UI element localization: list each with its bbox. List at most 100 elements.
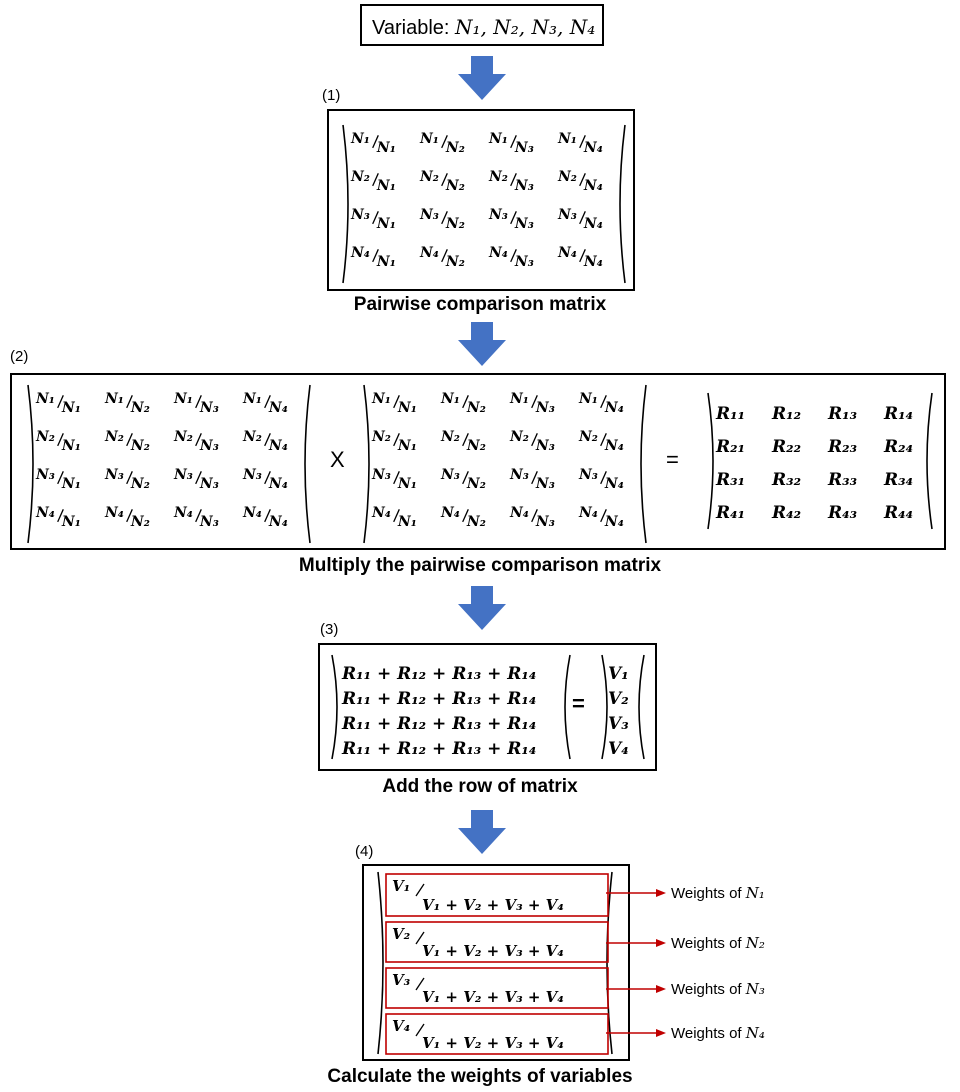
m2a-cell-1-1-slash <box>57 395 64 409</box>
weight-label-2: Weights of N₂ <box>671 934 765 952</box>
m1-cell-2-1-slash <box>372 173 379 187</box>
m2b-cell-4-2-slash <box>462 509 469 523</box>
down-arrow-4-shape <box>458 810 506 854</box>
m2b-cell-4-4-den: N₄ <box>604 514 624 530</box>
w-slash-1 <box>415 883 425 897</box>
sum-row-3: R₁₁ + R₁₂ + R₁₃ + R₁₄ <box>341 714 536 734</box>
m1-cell-3-3-den: N₃ <box>514 216 534 232</box>
r-cell-4-1: R₄₁ <box>715 503 745 523</box>
down-arrow-4 <box>458 810 506 854</box>
m2a-cell-2-2-den: N₂ <box>130 438 150 454</box>
m1-cell-1-2-num: N₁ <box>419 131 439 147</box>
m2a-cell-4-4-slash <box>264 509 271 523</box>
m2b-cell-2-1-slash <box>393 433 400 447</box>
m1-cell-3-1-num: N₃ <box>350 207 370 223</box>
r-rparen <box>926 392 933 530</box>
variable-text: Variable: N₁, N₂, N₃, N₄ <box>372 15 595 40</box>
step-1-caption: Pairwise comparison matrix <box>353 294 607 315</box>
pairwise-matrix: N₁N₁N₁N₂N₁N₃N₁N₄N₂N₁N₂N₂N₂N₃N₂N₄N₃N₁N₃N₂… <box>342 124 626 284</box>
down-arrow-1 <box>458 56 506 100</box>
m1-cell-3-3-num: N₃ <box>488 207 508 223</box>
m2b-cell-2-3-slash <box>531 433 538 447</box>
m2b-rparen <box>640 384 647 544</box>
m2a-cell-4-2-den: N₂ <box>130 514 150 530</box>
m1-cell-2-2-num: N₂ <box>419 169 439 185</box>
m1-cell-2-2-den: N₂ <box>445 178 465 194</box>
m2b-cell-4-1-den: N₁ <box>397 514 417 530</box>
m2a-cell-1-4-num: N₁ <box>242 391 262 407</box>
w-num-2: V₂ <box>392 925 411 943</box>
m2a-cell-1-3-slash <box>195 395 202 409</box>
r-cell-3-4: R₃₄ <box>883 470 913 490</box>
m2b-cell-4-3-num: N₄ <box>509 505 529 521</box>
m1-cell-3-2-slash <box>441 211 448 225</box>
down-arrow-2-shape <box>458 322 506 366</box>
m2a-cell-3-1-den: N₁ <box>61 476 81 492</box>
m2b-cell-4-4-num: N₄ <box>578 505 598 521</box>
r-cell-2-1: R₂₁ <box>715 437 745 457</box>
step-4-caption: Calculate the weights of variables <box>327 1066 633 1087</box>
m1-cell-1-3-num: N₁ <box>488 131 508 147</box>
down-arrow-1-shape <box>458 56 506 100</box>
sum-row-4: R₁₁ + R₁₂ + R₁₃ + R₁₄ <box>341 739 536 759</box>
m2a-cell-1-2-slash <box>126 395 133 409</box>
m2b-cell-1-1-slash <box>393 395 400 409</box>
m2b-cell-3-1-slash <box>393 471 400 485</box>
m2a-cell-2-4-den: N₄ <box>268 438 288 454</box>
w-den-4: V₁ + V₂ + V₃ + V₄ <box>422 1034 564 1052</box>
sum-lparen <box>331 654 338 760</box>
m2a-cell-1-2-num: N₁ <box>104 391 124 407</box>
m1-cell-2-3-num: N₂ <box>488 169 508 185</box>
m1-cell-4-3-slash <box>510 249 517 263</box>
m2a-cell-2-3-slash <box>195 433 202 447</box>
weight-label-1: Weights of N₁ <box>671 884 765 902</box>
m2a-cell-4-4-den: N₄ <box>268 514 288 530</box>
r-cell-3-1: R₃₁ <box>715 470 745 490</box>
w-den-1: V₁ + V₂ + V₃ + V₄ <box>422 896 564 914</box>
m2a-cell-4-1-den: N₁ <box>61 514 81 530</box>
m2a-cell-2-1-num: N₂ <box>35 429 55 445</box>
m2a-cell-3-3-slash <box>195 471 202 485</box>
m2a-cell-2-1-slash <box>57 433 64 447</box>
m1-cell-3-2-den: N₂ <box>445 216 465 232</box>
step-2-number: (2) <box>10 348 29 365</box>
m2b-cell-4-1-slash <box>393 509 400 523</box>
m2a-cell-4-3-num: N₄ <box>173 505 193 521</box>
m2a-cell-3-1-slash <box>57 471 64 485</box>
m2a-cell-2-3-den: N₃ <box>199 438 219 454</box>
m2b-cell-2-4-slash <box>600 433 607 447</box>
r-cell-1-4: R₁₄ <box>883 404 913 424</box>
m2a-cell-3-4-den: N₄ <box>268 476 288 492</box>
m1-cell-3-4-num: N₃ <box>557 207 577 223</box>
m2a-cell-3-2-den: N₂ <box>130 476 150 492</box>
sum-rparen <box>564 654 571 760</box>
down-arrow-2 <box>458 322 506 366</box>
weight-label-4: Weights of N₄ <box>671 1024 765 1042</box>
m1-cell-1-2-den: N₂ <box>445 140 465 156</box>
m1-cell-1-4-slash <box>579 135 586 149</box>
m1-cell-1-3-slash <box>510 135 517 149</box>
m1-cell-4-2-num: N₄ <box>419 245 439 261</box>
m2a-cell-1-2-den: N₂ <box>130 400 150 416</box>
pairwise-matrix-left: N₁N₁N₁N₂N₁N₃N₁N₄N₂N₁N₂N₂N₂N₃N₂N₄N₃N₁N₃N₂… <box>27 384 311 544</box>
m2a-cell-4-3-slash <box>195 509 202 523</box>
variable-list: N₁, N₂, N₃, N₄ <box>455 15 596 39</box>
m1-cell-1-3-den: N₃ <box>514 140 534 156</box>
m1-cell-3-2-num: N₃ <box>419 207 439 223</box>
m2a-cell-3-2-num: N₃ <box>104 467 124 483</box>
m1-cell-4-1-slash <box>372 249 379 263</box>
m1-rparen <box>619 124 626 284</box>
r-cell-2-3: R₂₃ <box>827 437 857 457</box>
m2b-cell-2-3-den: N₃ <box>535 438 555 454</box>
m2b-cell-3-2-slash <box>462 471 469 485</box>
m2b-cell-2-2-slash <box>462 433 469 447</box>
m2b-cell-1-2-slash <box>462 395 469 409</box>
w-den-2: V₁ + V₂ + V₃ + V₄ <box>422 942 564 960</box>
m1-cell-3-4-slash <box>579 211 586 225</box>
m2b-cell-4-1-num: N₄ <box>371 505 391 521</box>
sum-row-2: R₁₁ + R₁₂ + R₁₃ + R₁₄ <box>341 689 536 709</box>
step-3-caption: Add the row of matrix <box>382 776 578 797</box>
